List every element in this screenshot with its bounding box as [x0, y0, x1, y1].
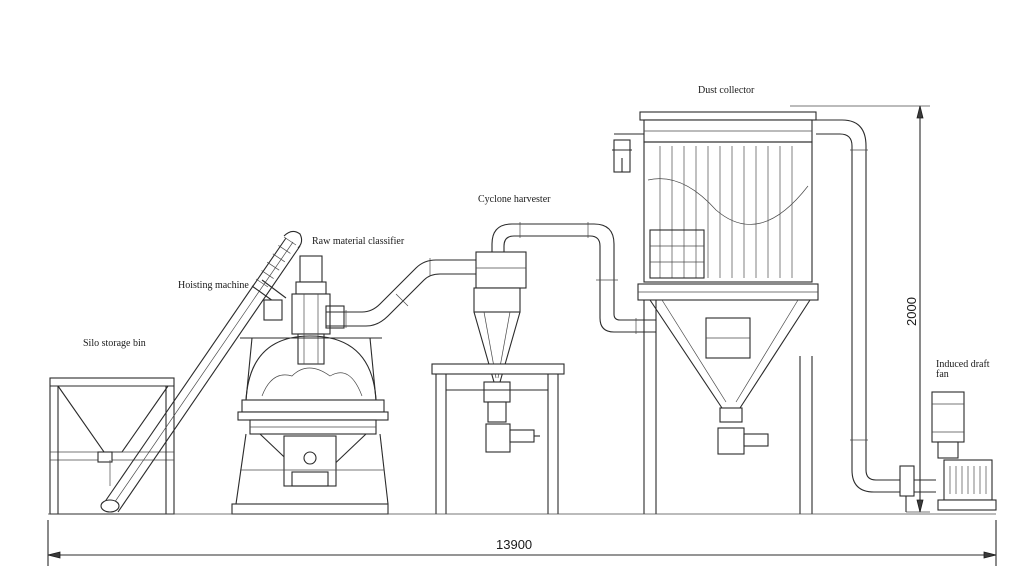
raw-material-classifier: [231, 255, 389, 515]
induced-draft-fan: [931, 391, 997, 511]
silo-storage-bin: [49, 377, 175, 515]
label-raw-material-classifier: Raw material classifier: [312, 236, 405, 247]
duct-cyclone-to-collector: [596, 258, 656, 334]
duct-classifier-to-cyclone: [326, 258, 476, 328]
label-induced-draft-fan-line1: Induced draft: [936, 359, 990, 370]
label-hoisting-machine: Hoisting machine: [178, 280, 249, 291]
dimension-height: 2000: [904, 297, 919, 326]
exhaust-duct: [816, 119, 936, 512]
label-induced-draft-fan-line2: fan: [936, 369, 949, 380]
hoisting-machine: [100, 230, 303, 513]
dust-collector: [612, 111, 819, 514]
cyclone-harvester: [431, 222, 615, 514]
dimension-lines: [47, 105, 997, 566]
dimension-overall-width: 13900: [496, 537, 532, 552]
label-silo-storage-bin: Silo storage bin: [83, 338, 146, 349]
label-cyclone-harvester: Cyclone harvester: [478, 194, 551, 205]
label-dust-collector: Dust collector: [698, 85, 755, 96]
